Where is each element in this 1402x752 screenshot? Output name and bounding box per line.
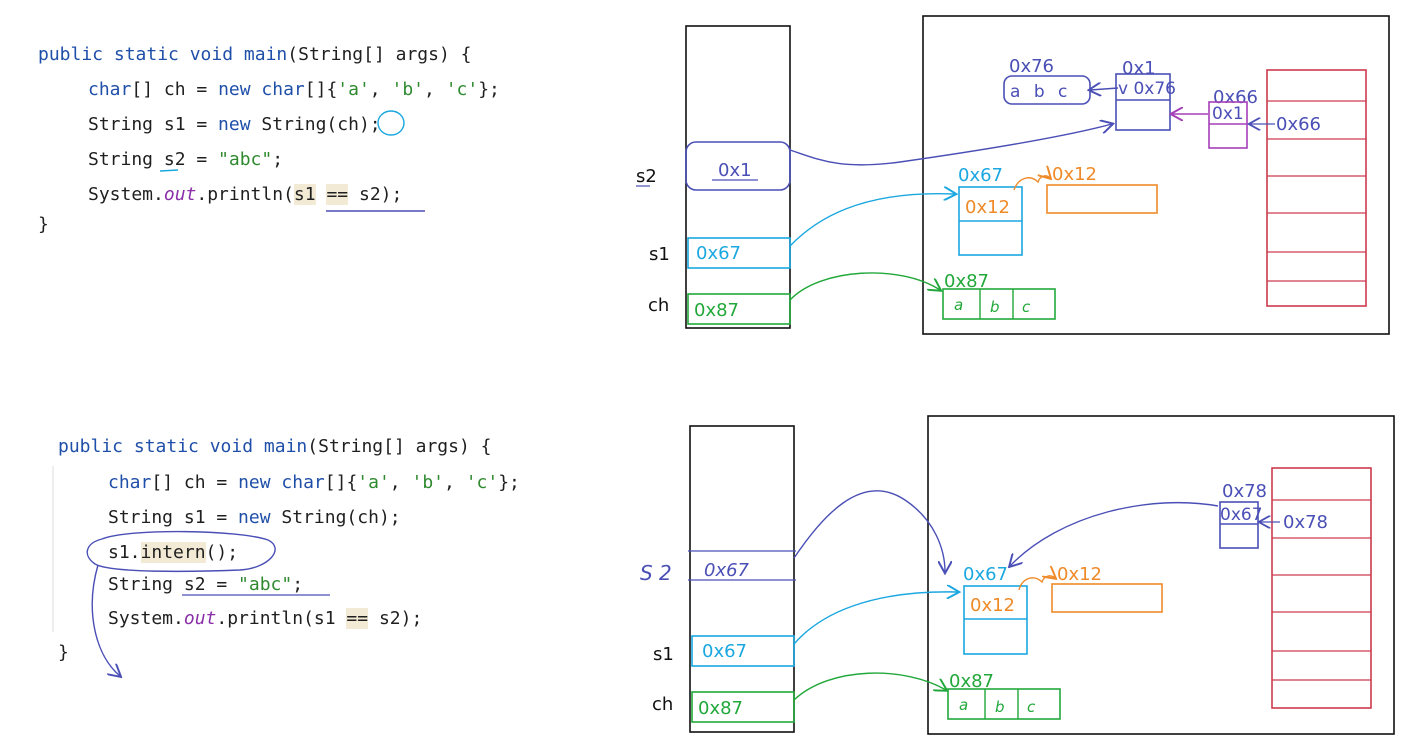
- intern-flow-arrow: [91, 564, 120, 676]
- code1-line-1: public static void main(String[] args) {: [38, 44, 472, 65]
- diagram1-ch-value: 0x87: [694, 300, 739, 321]
- code2-line-4: s1.intern();: [108, 542, 239, 563]
- code1-line-4: String s2 = "abc";: [88, 149, 284, 170]
- diagram1-table-entry-value: 0x1: [1212, 104, 1244, 124]
- diagram2-char-c: c: [1027, 698, 1036, 716]
- diagram1-s2-slot: [685, 141, 791, 191]
- diagram1-value-array: [1046, 184, 1158, 214]
- diagram1-s1-object-value: 0x12: [965, 197, 1010, 218]
- diagram1-s2-label: s2: [636, 166, 657, 187]
- diagram2-value-array: [1051, 583, 1163, 613]
- code2-line-7: }: [58, 642, 69, 663]
- diagram1-s1-value: 0x67: [696, 243, 741, 264]
- diagram2-s1-value: 0x67: [702, 641, 747, 662]
- diagram2-value-array-addr: 0x12: [1057, 564, 1102, 585]
- diagram1-pool-chars-value: a b c: [1010, 82, 1067, 102]
- diagram1-s1-slot: [687, 237, 791, 269]
- diagram1-pool-object-value: v 0x76: [1118, 79, 1176, 99]
- diagram1-ch-label: ch: [648, 295, 669, 316]
- ch-circle-annotation: [377, 110, 405, 136]
- diagram2-s1-arrow: [793, 592, 958, 645]
- diagram2-char-b: b: [995, 698, 1005, 716]
- code2-line-5: String s2 = "abc";: [108, 574, 304, 595]
- code2-line-6: System.out.println(s1 == s2);: [108, 608, 423, 629]
- diagram1-s2-arrow: [789, 124, 1112, 166]
- diagram2-s1-slot: [691, 635, 795, 667]
- diagram2-stack-frame: [689, 425, 795, 733]
- diagram1-table-entry: [1208, 101, 1248, 149]
- diagram2-s1-label: s1: [653, 644, 674, 665]
- diagram2-char-a: a: [959, 696, 968, 714]
- diagram1-char-array: [942, 288, 1056, 320]
- diagram1-char-b: b: [990, 298, 1000, 316]
- diagram2-chars-addr: 0x87: [949, 671, 994, 692]
- diagram2-char-array: [947, 688, 1061, 720]
- diagram1-pool-value-arrow: [1090, 88, 1119, 90]
- code1-line-3: String s1 = new String(ch);: [88, 114, 381, 135]
- diagram1-ch-slot: [687, 293, 791, 325]
- diagram1-char-a: a: [954, 296, 963, 314]
- diagram2-value-arrow: [1018, 576, 1055, 591]
- diagram2-s1-object-addr: 0x67: [963, 564, 1008, 585]
- diagram2-s1-object: [963, 585, 1028, 655]
- intern-circle-annotation: [86, 530, 276, 573]
- diagram2-table-ref: 0x78: [1283, 512, 1328, 533]
- code2-line-1: public static void main(String[] args) {: [58, 436, 492, 457]
- diagram1-pool-object: [1115, 73, 1171, 131]
- diagram2-s1-object-value: 0x12: [970, 595, 1015, 616]
- diagram2-s2-arrow: [793, 490, 945, 572]
- diagram1-char-c: c: [1022, 298, 1031, 316]
- diagram2-table-entry-value: 0x67: [1220, 505, 1263, 525]
- code2-line-3: String s1 = new String(ch);: [108, 507, 401, 528]
- diagram2-ch-value: 0x87: [698, 698, 743, 719]
- diagram1-chars-addr: 0x87: [944, 271, 989, 292]
- diagram2-string-table: [1271, 467, 1372, 709]
- diagram1-s1-label: s1: [649, 244, 670, 265]
- diagram1-s2-value: 0x1: [718, 160, 752, 181]
- diagram1-pool-chars-addr: 0x76: [1009, 56, 1054, 77]
- diagram2-s2-value: 0x67: [704, 560, 750, 581]
- diagram1-table-ref: 0x66: [1276, 114, 1321, 135]
- diagram2-heap-frame: [927, 415, 1395, 735]
- code1-line-6: }: [38, 214, 49, 235]
- diagram2-ch-arrow: [793, 672, 946, 701]
- diagram2-s2-label: S 2: [640, 561, 672, 585]
- diagram1-ch-arrow: [789, 272, 940, 301]
- diagram1-s1-arrow: [789, 194, 955, 247]
- diagram1-heap-frame: [922, 15, 1390, 335]
- code1-line-5: System.out.println(s1 == s2);: [88, 184, 403, 205]
- diagram1-s1-object-addr: 0x67: [958, 165, 1003, 186]
- diagram2-table-entry-to-object-arrow: [1010, 501, 1219, 566]
- code2-line-2: char[] ch = new char[]{'a', 'b', 'c'};: [108, 472, 520, 493]
- code-block-1: public static void main(String[] args) {…: [0, 0, 520, 663]
- code1-line-2: char[] ch = new char[]{'a', 'b', 'c'};: [88, 79, 500, 100]
- s2-underline-annotation: [159, 169, 179, 172]
- diagram2-ch-label: ch: [652, 694, 673, 715]
- diagram1-value-array-addr: 0x12: [1052, 164, 1097, 185]
- diagram2-ch-slot: [691, 691, 795, 723]
- diagram1-value-arrow: [1013, 176, 1050, 191]
- diagram1-string-table: [1266, 69, 1367, 307]
- diagram2-table-entry-addr: 0x78: [1222, 481, 1267, 502]
- diagram1-pool-object-addr: 0x1: [1122, 58, 1156, 79]
